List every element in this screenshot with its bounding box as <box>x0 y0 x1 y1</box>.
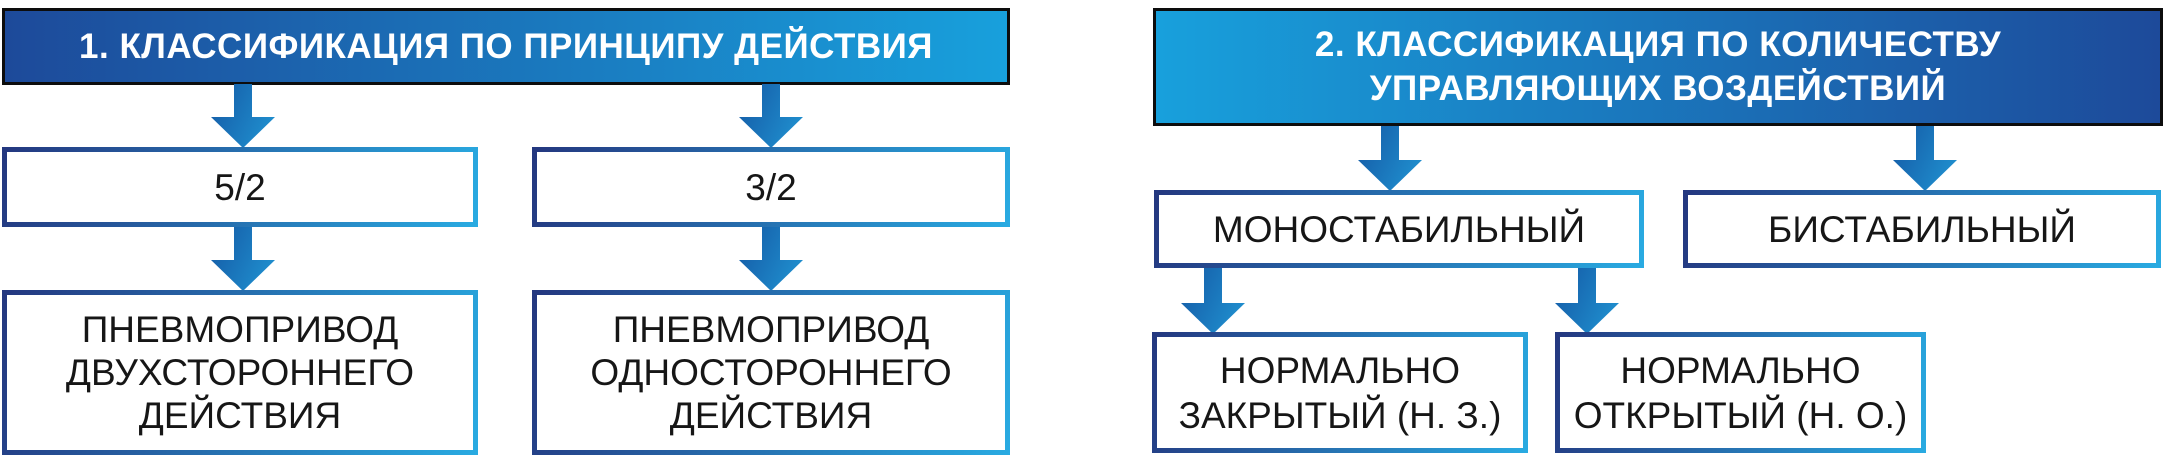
box-valve-5-2: 5/2 <box>2 147 478 227</box>
box-normally-open: НОРМАЛЬНО ОТКРЫТЫЙ (Н. О.) <box>1555 332 1926 453</box>
box-label-line: ДЕЙСТВИЯ <box>138 395 342 436</box>
box-label: БИСТАБИЛЬНЫЙ <box>1768 208 2076 250</box>
box-label-line: ОДНОСТОРОННЕГО <box>590 352 952 393</box>
chart2-title-line: 2. КЛАССИФИКАЦИЯ ПО КОЛИЧЕСТВУ <box>1314 25 2002 64</box>
down-arrow-icon <box>739 84 803 148</box>
chart1-title: 1. КЛАССИФИКАЦИЯ ПО ПРИНЦИПУ ДЕЙСТВИЯ <box>79 26 933 66</box>
down-arrow-icon <box>739 227 803 291</box>
box-label-line: ПНЕВМОПРИВОД <box>81 309 399 350</box>
down-arrow-icon <box>1181 268 1245 334</box>
down-arrow-icon <box>1555 268 1619 334</box>
box-label-line: НОРМАЛЬНО <box>1219 349 1461 391</box>
box-label-line: ЗАКРЫТЫЙ (Н. З.) <box>1178 394 1502 436</box>
down-arrow-icon <box>211 84 275 148</box>
box-label: МОНОСТАБИЛЬНЫЙ <box>1212 208 1586 250</box>
chart2-title-banner: 2. КЛАССИФИКАЦИЯ ПО КОЛИЧЕСТВУ УПРАВЛЯЮЩ… <box>1153 8 2163 126</box>
box-monostable: МОНОСТАБИЛЬНЫЙ <box>1154 190 1644 268</box>
box-label-line: ОТКРЫТЫЙ (Н. О.) <box>1573 394 1908 436</box>
box-valve-3-2: 3/2 <box>532 147 1010 227</box>
chart2-title-line: УПРАВЛЯЮЩИХ ВОЗДЕЙСТВИЙ <box>1369 69 1947 108</box>
box-single-acting-drive: ПНЕВМОПРИВОД ОДНОСТОРОННЕГО ДЕЙСТВИЯ <box>532 290 1010 455</box>
down-arrow-icon <box>1893 126 1957 191</box>
box-label-line: ПНЕВМОПРИВОД <box>612 309 930 350</box>
box-label: 5/2 <box>214 166 266 208</box>
box-label-line: ДВУХСТОРОННЕГО <box>65 352 415 393</box>
box-bistable: БИСТАБИЛЬНЫЙ <box>1683 190 2161 268</box>
chart1-title-banner: 1. КЛАССИФИКАЦИЯ ПО ПРИНЦИПУ ДЕЙСТВИЯ <box>2 8 1010 85</box>
box-normally-closed: НОРМАЛЬНО ЗАКРЫТЫЙ (Н. З.) <box>1152 332 1528 453</box>
box-label-line: ДЕЙСТВИЯ <box>669 395 873 436</box>
box-label-line: НОРМАЛЬНО <box>1620 349 1861 391</box>
box-label: 3/2 <box>745 166 797 208</box>
down-arrow-icon <box>1358 126 1422 191</box>
box-double-acting-drive: ПНЕВМОПРИВОД ДВУХСТОРОННЕГО ДЕЙСТВИЯ <box>2 290 478 455</box>
down-arrow-icon <box>211 227 275 291</box>
